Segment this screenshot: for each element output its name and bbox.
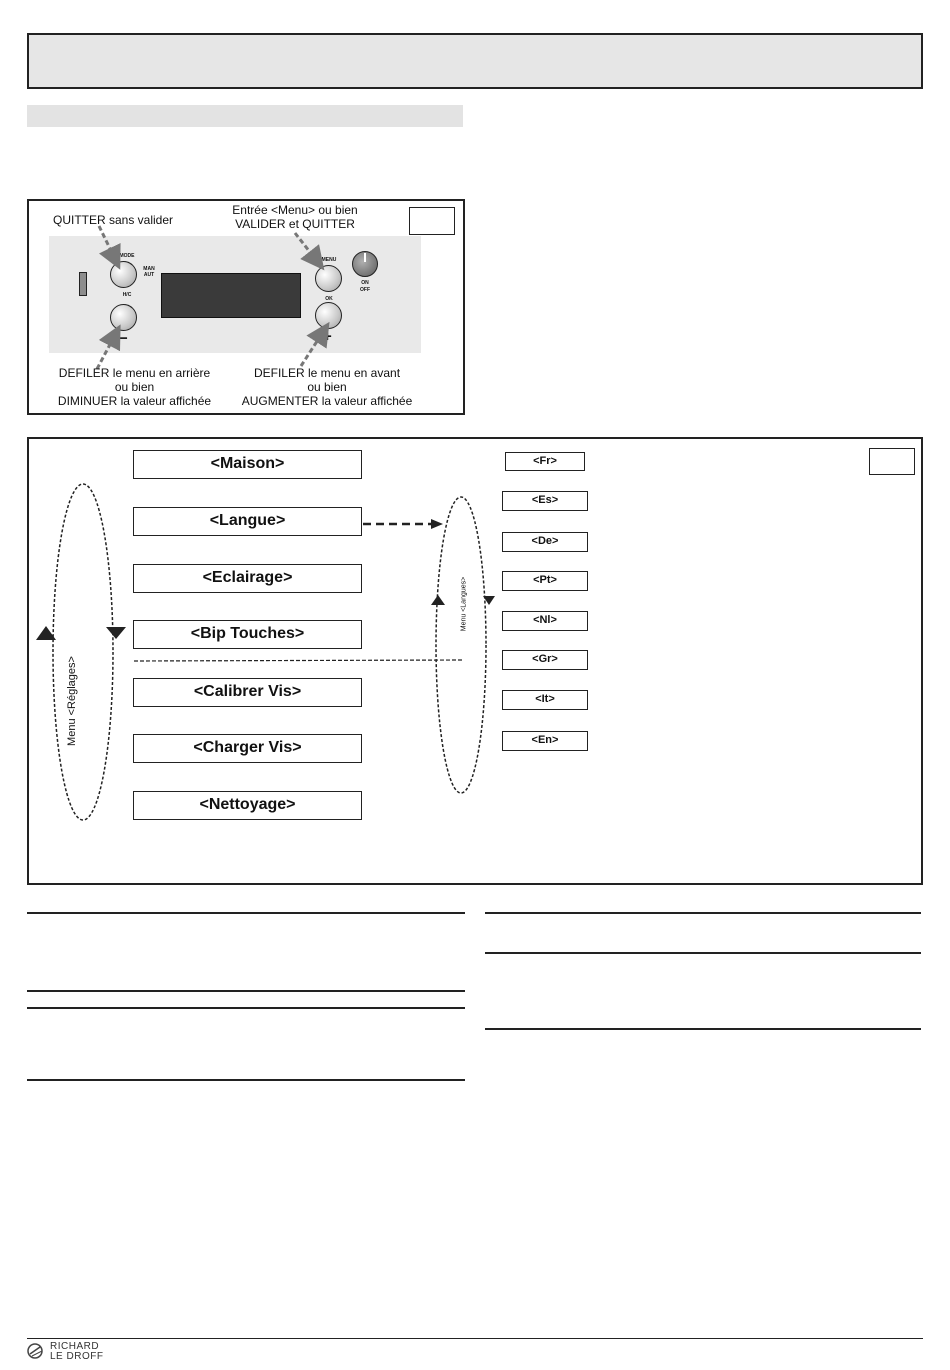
menu-reglages-label: Menu <Réglages> bbox=[66, 656, 78, 746]
menu-item-bip-touches[interactable]: <Bip Touches> bbox=[133, 620, 362, 649]
menu-separator bbox=[133, 659, 464, 662]
section-title-bar bbox=[27, 105, 463, 127]
menu-diagram: Menu <Réglages> Menu <Langues> <Maison> … bbox=[27, 437, 923, 885]
man-label: MAN bbox=[143, 266, 155, 272]
label-forward-line3: AUGMENTER la valeur affichée bbox=[241, 394, 413, 408]
lang-item-en[interactable]: <En> bbox=[502, 731, 588, 751]
indicator-light bbox=[79, 272, 87, 296]
label-forward-line1: DEFILER le menu en avant bbox=[253, 366, 401, 380]
menu-item-nettoyage[interactable]: <Nettoyage> bbox=[133, 791, 362, 820]
label-enter-line1: Entrée <Menu> ou bien bbox=[232, 203, 358, 217]
langues-loop bbox=[435, 496, 487, 794]
menu-item-maison[interactable]: <Maison> bbox=[133, 450, 362, 479]
rule-left-4 bbox=[27, 1079, 465, 1081]
label-back-line3: DIMINUER la valeur affichée bbox=[57, 394, 212, 408]
rule-left-2 bbox=[27, 990, 465, 992]
off-label: OFF bbox=[360, 287, 370, 293]
langues-up-arrow bbox=[431, 595, 445, 605]
menu-diagram-graphics bbox=[36, 483, 495, 821]
lang-item-es[interactable]: <Es> bbox=[502, 491, 588, 511]
label-back-line1: DEFILER le menu en arrière bbox=[58, 366, 211, 380]
label-quit: QUITTER sans valider bbox=[53, 213, 174, 227]
power-icon bbox=[364, 253, 366, 262]
menu-item-langue[interactable]: <Langue> bbox=[133, 507, 362, 536]
rule-right-1 bbox=[485, 912, 921, 914]
label-enter-line2: VALIDER et QUITTER bbox=[235, 217, 355, 231]
lang-item-it[interactable]: <It> bbox=[502, 690, 588, 710]
logo-icon bbox=[26, 1342, 46, 1360]
arrow-quit bbox=[97, 225, 121, 270]
ok-label: OK bbox=[325, 296, 333, 302]
lang-item-pt[interactable]: <Pt> bbox=[502, 571, 588, 591]
lang-item-nl[interactable]: <Nl> bbox=[502, 611, 588, 631]
rule-left-1 bbox=[27, 912, 465, 914]
panel1-arrows bbox=[95, 225, 330, 370]
arrow-back bbox=[95, 324, 121, 370]
mode-label: MODE bbox=[119, 253, 135, 259]
figure-number-box bbox=[409, 207, 455, 235]
rule-right-2 bbox=[485, 952, 921, 954]
control-panel-figure: QUITTER sans valider Entrée <Menu> ou bi… bbox=[27, 199, 465, 415]
label-back-line2: ou bien bbox=[114, 380, 155, 394]
rule-left-3 bbox=[27, 1007, 465, 1009]
arrow-forward bbox=[299, 321, 330, 367]
menu-item-eclairage[interactable]: <Eclairage> bbox=[133, 564, 362, 593]
page-header-box bbox=[27, 33, 923, 89]
aut-label: AUT bbox=[143, 272, 155, 278]
lang-item-de[interactable]: <De> bbox=[502, 532, 588, 552]
langues-down-arrow bbox=[483, 596, 495, 605]
lcd-display bbox=[161, 273, 301, 318]
footer-rule bbox=[27, 1338, 923, 1339]
menu-item-charger-vis[interactable]: <Charger Vis> bbox=[133, 734, 362, 763]
reglages-down-arrow bbox=[106, 627, 126, 639]
reglages-loop bbox=[52, 483, 114, 821]
hc-label: H/C bbox=[122, 292, 132, 298]
logo-line2: LE DROFF bbox=[50, 1351, 104, 1362]
power-button[interactable] bbox=[352, 251, 378, 277]
logo-line1: RICHARD bbox=[50, 1341, 100, 1352]
figure-number-box bbox=[869, 448, 915, 475]
arrow-enter bbox=[293, 232, 325, 271]
minus-sign: − bbox=[119, 330, 128, 347]
lang-item-gr[interactable]: <Gr> bbox=[502, 650, 588, 670]
lang-item-fr[interactable]: <Fr> bbox=[505, 452, 585, 471]
menu-item-calibrer-vis[interactable]: <Calibrer Vis> bbox=[133, 678, 362, 707]
reglages-up-arrow bbox=[36, 626, 56, 640]
label-forward-line2: ou bien bbox=[307, 380, 347, 394]
menu-langues-label: Menu <Langues> bbox=[460, 576, 468, 632]
rule-right-3 bbox=[485, 1028, 921, 1030]
menu-label: MENU bbox=[321, 257, 337, 263]
on-label: ON bbox=[361, 280, 369, 286]
langue-link-arrowhead bbox=[431, 519, 443, 529]
